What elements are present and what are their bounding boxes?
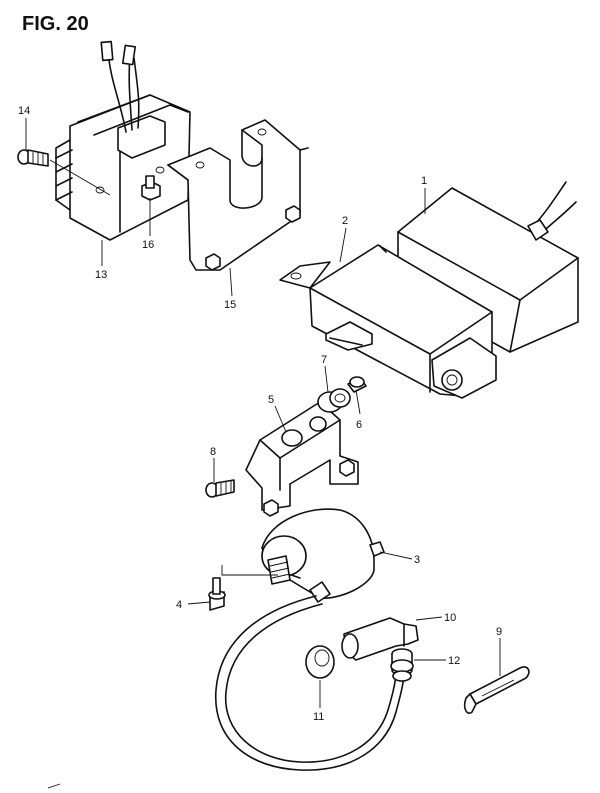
bolt-8[interactable] [205,479,235,498]
bracket-15[interactable] [167,119,309,271]
cap-nut-12[interactable] [390,648,414,682]
callout-2: 2 [342,215,348,227]
holder-2[interactable] [279,244,497,399]
callout-5: 5 [268,394,274,406]
callout-14: 14 [18,105,30,117]
callout-3: 3 [414,554,420,566]
regulator-rectifier-13[interactable] [55,40,191,241]
callout-8: 8 [210,446,216,458]
collar-6[interactable] [347,376,367,393]
plug-cap-10[interactable] [341,617,419,661]
callout-16: 16 [142,239,154,251]
bolt-4[interactable] [208,565,278,611]
callout-4: 4 [176,599,182,611]
callout-9: 9 [496,626,502,638]
callout-6: 6 [356,419,362,431]
bolt-14[interactable] [17,149,111,196]
callout-7: 7 [321,354,327,366]
cap-seal-11[interactable] [305,645,335,679]
bolt-16[interactable] [141,175,161,201]
ignition-coil-3[interactable] [261,508,385,603]
callout-12: 12 [448,655,460,667]
callout-15: 15 [224,299,236,311]
figure-title: FIG. 20 [22,13,89,35]
corner-mark [47,783,61,789]
callout-1: 1 [421,175,427,187]
bracket-5[interactable] [245,401,359,517]
high-tension-cable [215,595,405,771]
grommet-7[interactable] [317,388,351,413]
callout-11: 11 [313,711,324,723]
leader-lines [25,118,501,708]
clamp-9[interactable] [463,666,530,714]
callout-10: 10 [444,612,456,624]
callout-13: 13 [95,269,107,281]
